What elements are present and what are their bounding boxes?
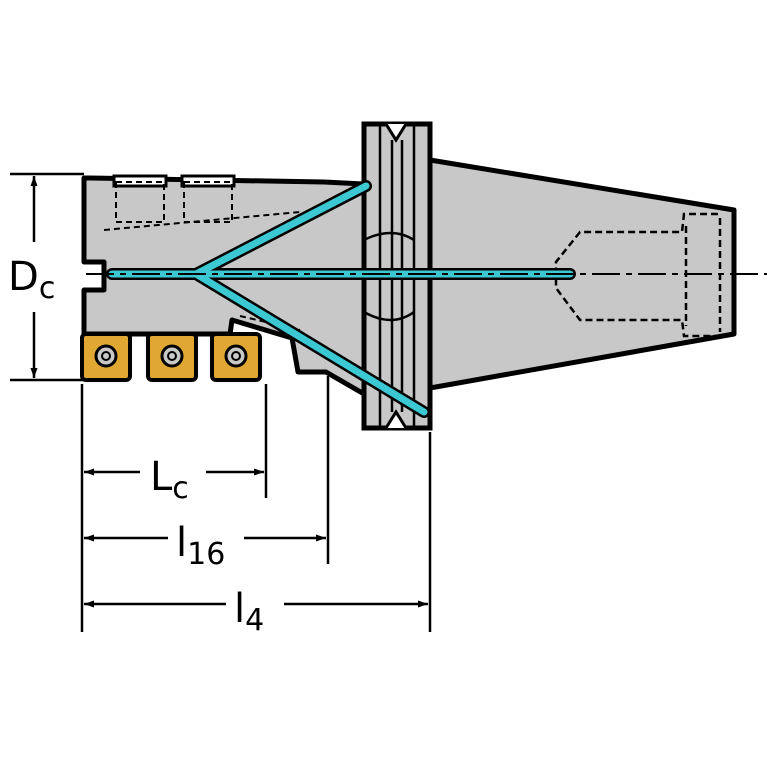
hidden-bore bbox=[554, 212, 718, 338]
flange-arc bbox=[363, 310, 415, 322]
insert bbox=[80, 332, 132, 382]
flange-groove-bottom bbox=[384, 409, 408, 429]
insert bbox=[210, 332, 262, 382]
hidden-line bbox=[103, 211, 301, 231]
label-l16: l16 bbox=[176, 520, 225, 572]
coolant-branch-down bbox=[192, 270, 428, 416]
coolant-branch-up bbox=[192, 182, 370, 278]
inserts bbox=[80, 332, 262, 382]
hidden-pocket bbox=[115, 181, 165, 223]
insert-screw bbox=[160, 344, 184, 368]
dimension-dc bbox=[10, 172, 84, 382]
flange-arc bbox=[363, 231, 415, 242]
label-l4: l4 bbox=[234, 586, 264, 638]
flange-groove-top bbox=[384, 123, 408, 143]
label-lc: Lc bbox=[150, 454, 189, 506]
label-dc: Dc bbox=[8, 254, 55, 306]
insert bbox=[146, 332, 198, 382]
hidden-pocket bbox=[183, 181, 233, 223]
insert-screw bbox=[94, 344, 118, 368]
insert-screw bbox=[224, 344, 248, 368]
